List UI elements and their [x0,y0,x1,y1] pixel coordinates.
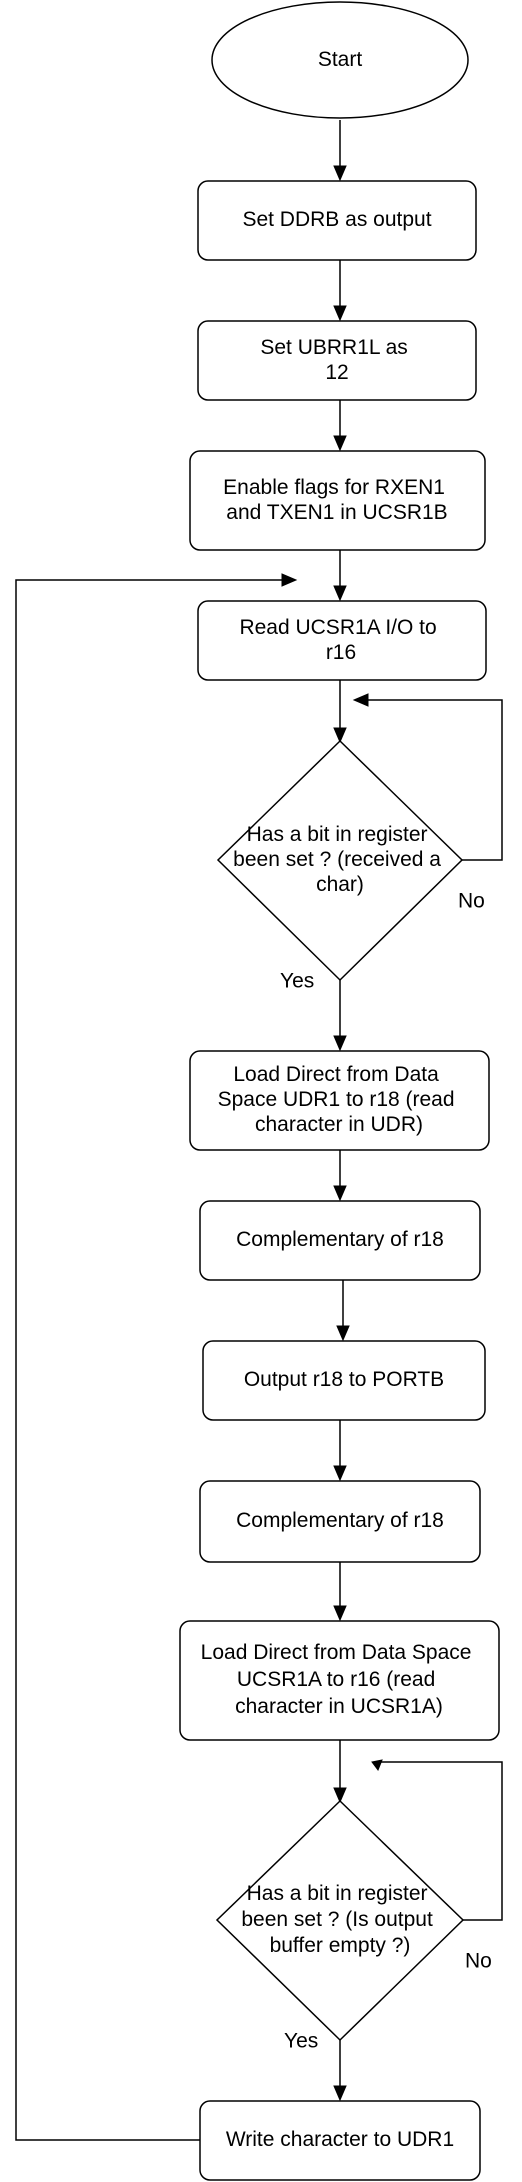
decision-buffer-node: Has a bit in register been set ? (Is out… [215,1799,465,2042]
arrowhead [333,1605,347,1622]
decision-received-label: Has a bit in register been set ? (receiv… [233,823,447,896]
node-text-line: character in UDR) [255,1113,423,1136]
node-text-line: char) [316,873,364,896]
arrowhead [333,2085,347,2102]
decision-diamond [216,739,464,982]
node-text-line: Has a bit in register [247,1882,428,1905]
process-box [197,180,477,261]
read-ucsr-node: Read UCSR1A I/O to r16 [197,600,487,681]
process-box [189,1050,490,1151]
load-udr-node: Load Direct from Data Space UDR1 to r18 … [189,1050,490,1151]
node-text-line: Enable flags for RXEN1 [223,476,445,499]
output-portb-node: Output r18 to PORTB [202,1340,486,1421]
node-text-line: Load Direct from Data [233,1063,439,1086]
node-text-line: Read UCSR1A I/O to [239,616,436,639]
node-text-line: Space UDR1 to r18 (read [218,1088,455,1111]
node-text-line: 12 [325,361,348,384]
decision-diamond [215,1799,465,2042]
node-text-line: Load Direct from Data Space [201,1641,472,1664]
node-text-line: Set DDRB as output [242,208,431,231]
received-no-label: No [458,890,485,913]
arrowhead [333,585,347,602]
node-text-line: buffer empty ?) [270,1934,411,1957]
node-text-line: Start [318,48,363,71]
process-box [199,1480,481,1563]
decision-received-node: Has a bit in register been set ? (receiv… [216,739,464,982]
set-ddrb-node: Set DDRB as output [197,180,477,261]
complement-2-label: Complementary of r18 [236,1509,444,1532]
arrowhead [333,305,347,322]
arrowhead [336,1325,350,1342]
load-udr-label: Load Direct from Data Space UDR1 to r18 … [218,1063,461,1136]
process-box [199,2100,481,2181]
edge-labels: No Yes No Yes [280,890,492,2053]
node-text-line: Output r18 to PORTB [244,1368,444,1391]
complement-2-node: Complementary of r18 [199,1480,481,1563]
write-udr-node: Write character to UDR1 [199,2100,481,2181]
arrowhead [333,165,347,182]
arrowhead [333,435,347,452]
arrowhead [333,1787,347,1804]
arrowhead [333,1465,347,1482]
set-ubrr-label: Set UBRR1L as 12 [260,336,413,384]
write-udr-label: Write character to UDR1 [226,2128,454,2151]
received-yes-label: Yes [280,970,314,993]
process-box [197,600,487,681]
process-box [197,320,477,401]
node-text-line: been set ? (received a [233,848,441,871]
read-ucsr-label: Read UCSR1A I/O to r16 [239,616,442,664]
node-text-line: Set UBRR1L as [260,336,407,359]
decision-buffer-label: Has a bit in register been set ? (Is out… [241,1882,438,1957]
arrowhead [333,1185,347,1202]
buffer-yes-label: Yes [284,2030,318,2053]
edges [15,120,503,2141]
load-ucsr-label: Load Direct from Data Space UCSR1A to r1… [201,1641,478,1718]
buffer-no-label: No [465,1950,492,1973]
start-terminator-shape [211,1,469,119]
set-ubrr-node: Set UBRR1L as 12 [197,320,477,401]
process-box [199,1200,481,1281]
load-ucsr-node: Load Direct from Data Space UCSR1A to r1… [179,1620,500,1741]
start-node: Start [211,1,469,119]
node-text-line: Has a bit in register [247,823,428,846]
process-box [189,450,486,551]
node-text-line: r16 [326,641,356,664]
edge-received-no-loop [364,699,503,861]
set-ddrb-label: Set DDRB as output [242,208,431,231]
enable-flags-node: Enable flags for RXEN1 and TXEN1 in UCSR… [189,450,486,551]
node-text-line: Write character to UDR1 [226,2128,454,2151]
arrowhead [333,727,347,744]
edge-write-loop-back [15,579,286,2141]
enable-flags-label: Enable flags for RXEN1 and TXEN1 in UCSR… [223,476,451,524]
node-text-line: character in UCSR1A) [235,1695,443,1718]
process-box [202,1340,486,1421]
process-box [179,1620,500,1741]
start-label: Start [318,48,363,71]
node-text-line: been set ? (Is output [241,1908,433,1931]
node-text-line: and TXEN1 in UCSR1B [226,501,447,524]
arrowhead [352,693,369,707]
arrowhead [371,1759,383,1772]
arrowhead [333,1035,347,1052]
node-text-line: Complementary of r18 [236,1228,444,1251]
complement-1-node: Complementary of r18 [199,1200,481,1281]
complement-1-label: Complementary of r18 [236,1228,444,1251]
node-text-line: Complementary of r18 [236,1509,444,1532]
node-text-line: UCSR1A to r16 (read [237,1668,435,1691]
arrowhead [281,573,298,587]
output-portb-label: Output r18 to PORTB [244,1368,444,1391]
